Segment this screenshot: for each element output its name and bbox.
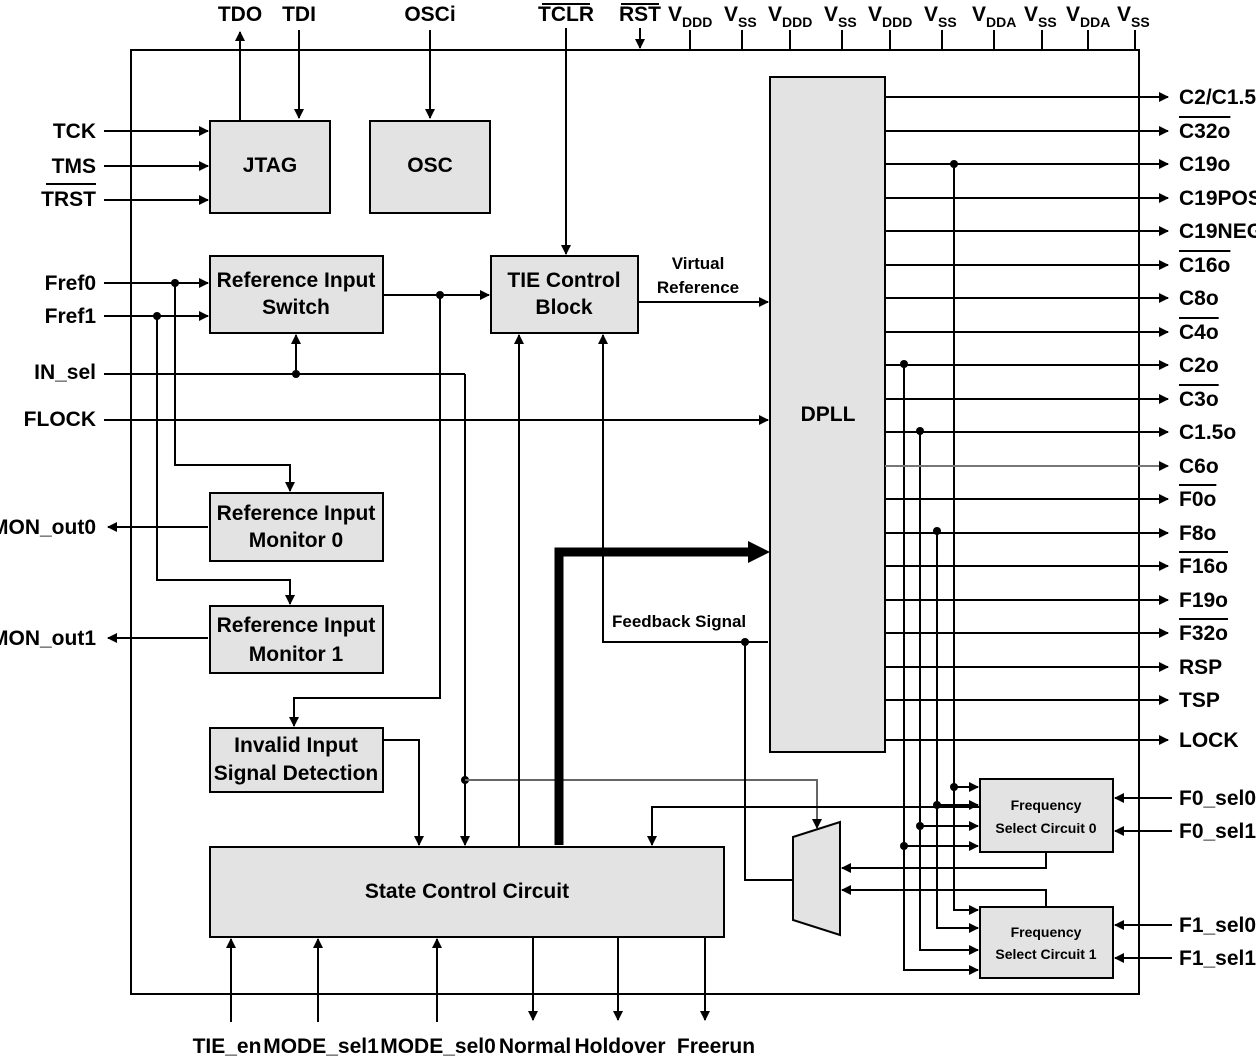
pin-flock: FLOCK [24, 408, 96, 431]
output-pin-label: F0o [1179, 488, 1216, 511]
svg-text:Invalid Input: Invalid Input [234, 734, 358, 757]
pin-vddd-3: VDDD [868, 3, 912, 30]
frequency-select-circuit-0-block: Frequency Select Circuit 0 [979, 778, 1114, 853]
osc-block: OSC [369, 120, 491, 214]
dpll-block: DPLL [769, 76, 886, 753]
output-pin-label: C4o [1179, 321, 1219, 344]
svg-text:Block: Block [535, 296, 593, 319]
pin-vddd-2: VDDD [768, 3, 812, 30]
output-pin-label: F32o [1179, 622, 1228, 645]
virtual-reference-label-2: Reference [657, 278, 739, 297]
pin-mode-sel0: MODE_sel0 [380, 1035, 496, 1057]
pin-fref0: Fref0 [45, 272, 96, 295]
pin-mon-out0: MON_out0 [0, 516, 96, 539]
svg-text:State Control Circuit: State Control Circuit [365, 880, 569, 903]
supply-pins: VDDD VSS VDDD VSS VDDD VSS VDDA VSS VDDA… [668, 3, 1150, 50]
pin-holdover: Holdover [574, 1035, 665, 1057]
feedback-signal-label: Feedback Signal [612, 612, 746, 631]
output-pin-label: F19o [1179, 589, 1228, 612]
svg-text:DPLL: DPLL [801, 403, 856, 426]
output-pin-label: C19o [1179, 153, 1230, 176]
pin-f0-sel0: F0_sel0 [1179, 787, 1256, 810]
output-pin-label: LOCK [1179, 729, 1239, 752]
pin-rst: RST [619, 3, 661, 26]
output-pin-label: C32o [1179, 120, 1230, 143]
output-pin-label: C2/C1.5 [1179, 86, 1256, 109]
reference-input-monitor-1-block: Reference Input Monitor 1 [209, 605, 384, 674]
virtual-reference-label: Virtual [672, 254, 725, 273]
output-pin-label: C1.5o [1179, 421, 1236, 444]
pin-tdo: TDO [218, 3, 262, 26]
chip-outline [130, 49, 1140, 995]
bottom-pins: TIE_en MODE_sel1 MODE_sel0 Normal Holdov… [193, 937, 755, 1057]
output-pin-label: F8o [1179, 522, 1216, 545]
pin-f0-sel1: F0_sel1 [1179, 820, 1256, 843]
output-pin-label: C19NEG [1179, 220, 1256, 243]
pin-tck: TCK [53, 120, 96, 143]
svg-text:Select Circuit 0: Select Circuit 0 [995, 820, 1096, 836]
output-pin-label: TSP [1179, 689, 1220, 712]
state-control-circuit-block: State Control Circuit [209, 846, 725, 938]
pin-vdda-2: VDDA [1066, 3, 1110, 30]
svg-text:Signal Detection: Signal Detection [214, 762, 379, 785]
internal-wiring [104, 160, 1047, 975]
svg-text:Select Circuit 1: Select Circuit 1 [995, 946, 1096, 962]
svg-text:Reference Input: Reference Input [217, 269, 376, 292]
pin-mon-out1: MON_out1 [0, 627, 96, 650]
pin-vss-2: VSS [824, 3, 857, 30]
output-pin-label: RSP [1179, 656, 1222, 679]
output-pin-label: C8o [1179, 287, 1219, 310]
svg-text:JTAG: JTAG [243, 154, 297, 177]
output-pin-label: C16o [1179, 254, 1230, 277]
output-pin-label: C6o [1179, 455, 1219, 478]
feedback-mux [792, 820, 841, 937]
pin-in-sel: IN_sel [34, 361, 96, 384]
svg-text:Monitor 1: Monitor 1 [249, 643, 344, 666]
pin-vdda-1: VDDA [972, 3, 1016, 30]
pin-tms: TMS [52, 155, 96, 178]
pin-osci: OSCi [404, 3, 455, 26]
top-pins: TDO TDI OSCi TCLR RST VDDD VSS VDDD VSS … [218, 3, 1150, 255]
pin-vss-5: VSS [1117, 3, 1150, 30]
output-pin-label: C19POS [1179, 187, 1256, 210]
pin-tclr: TCLR [538, 3, 594, 26]
pin-vss-1: VSS [724, 3, 757, 30]
pin-f1-sel0: F1_sel0 [1179, 914, 1256, 937]
pin-fref1: Fref1 [45, 305, 97, 328]
svg-text:Frequency: Frequency [1011, 797, 1082, 813]
pin-f1-sel1: F1_sel1 [1179, 947, 1256, 970]
output-pin-label: C2o [1179, 354, 1219, 377]
svg-text:Switch: Switch [262, 296, 330, 319]
svg-text:Monitor 0: Monitor 0 [249, 529, 344, 552]
svg-text:Frequency: Frequency [1011, 924, 1082, 940]
svg-text:TIE Control: TIE Control [507, 269, 620, 292]
invalid-input-signal-detection-block: Invalid Input Signal Detection [209, 727, 384, 793]
pin-vss-4: VSS [1024, 3, 1057, 30]
pin-normal: Normal [499, 1035, 571, 1057]
reference-input-switch-block: Reference Input Switch [209, 255, 384, 334]
left-pins: TCK TMS TRST Fref0 Fref1 IN_sel FLOCK MO… [0, 120, 769, 650]
frequency-select-circuit-1-block: Frequency Select Circuit 1 [979, 906, 1114, 979]
svg-text:Reference Input: Reference Input [217, 614, 376, 637]
pin-tie-en: TIE_en [193, 1035, 262, 1057]
svg-text:Reference Input: Reference Input [217, 502, 376, 525]
pin-tdi: TDI [282, 3, 316, 26]
pin-mode-sel1: MODE_sel1 [263, 1035, 379, 1057]
reference-input-monitor-0-block: Reference Input Monitor 0 [209, 492, 384, 562]
output-pin-label: F16o [1179, 555, 1228, 578]
tie-control-block: TIE Control Block [490, 255, 639, 334]
pin-vss-3: VSS [924, 3, 957, 30]
pin-freerun: Freerun [677, 1035, 755, 1057]
pin-vddd-1: VDDD [668, 3, 712, 30]
output-pin-label: C3o [1179, 388, 1219, 411]
svg-text:OSC: OSC [407, 154, 453, 177]
right-input-pins: F0_sel0 F0_sel1 F1_sel0 F1_sel1 [1114, 787, 1256, 970]
jtag-block: JTAG [209, 120, 331, 214]
pin-trst: TRST [41, 188, 96, 211]
